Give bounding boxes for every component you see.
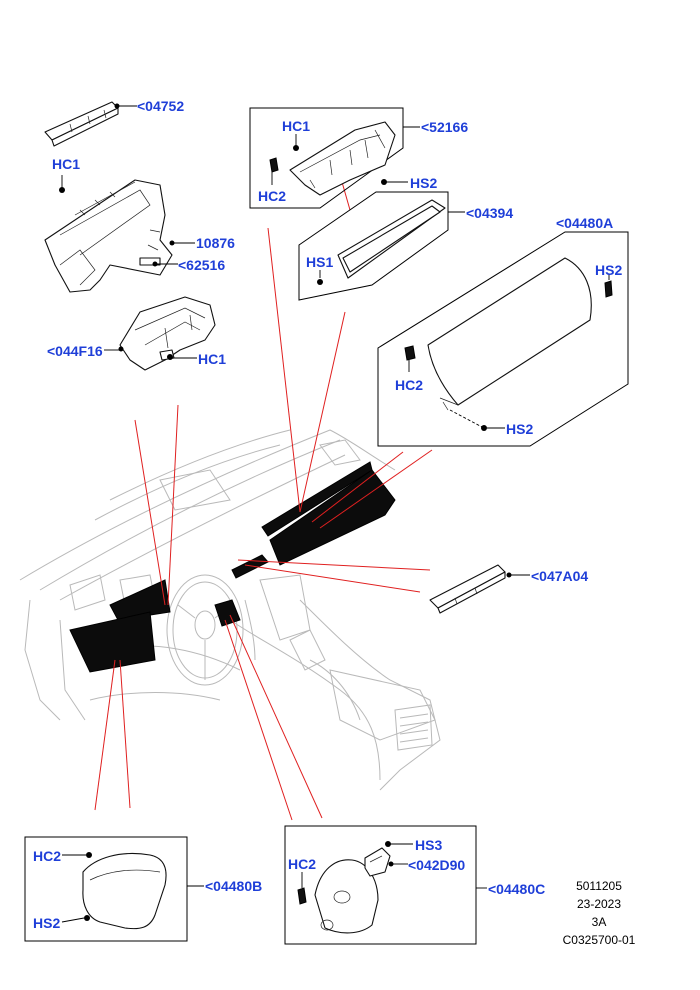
trim-pad-driver	[69, 611, 156, 673]
trim-pad-cluster	[109, 579, 171, 621]
label-04480A[interactable]: <04480A	[556, 215, 613, 231]
part-042D90-bracket	[364, 847, 391, 877]
steering-wheel	[166, 574, 244, 686]
label-04394[interactable]: <04394	[466, 205, 513, 221]
part-52166-bracket	[289, 121, 396, 196]
info-line-3: 3A	[592, 915, 607, 929]
frame-52166	[249, 107, 404, 209]
label-hs1: HS1	[306, 254, 333, 270]
part-044F16-column-cowl	[119, 296, 216, 371]
label-04480C[interactable]: <04480C	[488, 881, 545, 897]
info-line-4: C0325700-01	[563, 933, 636, 947]
label-hc2-04480C: HC2	[288, 856, 316, 872]
label-hs2-04480B: HS2	[33, 915, 60, 931]
label-52166[interactable]: <52166	[421, 119, 468, 135]
part-04480C-lower-panel	[314, 859, 379, 934]
label-04480B[interactable]: <04480B	[205, 878, 262, 894]
label-044F16[interactable]: <044F16	[47, 343, 103, 359]
label-042D90[interactable]: <042D90	[408, 857, 465, 873]
label-hc2-52166: HC2	[258, 188, 286, 204]
frame-04394	[298, 191, 449, 301]
label-hc2-04480B: HC2	[33, 848, 61, 864]
label-047A04[interactable]: <047A04	[531, 568, 588, 584]
label-hc1-upper-left: HC1	[52, 156, 80, 172]
label-hs2-04480A-bottom: HS2	[506, 421, 533, 437]
part-04394-trim-panel	[337, 199, 446, 279]
dashboard-body	[19, 429, 441, 791]
frame-04480A	[377, 231, 629, 447]
part-10876-cluster-housing	[44, 179, 173, 293]
label-hs2-52166: HS2	[410, 175, 437, 191]
label-hc2-04480A: HC2	[395, 377, 423, 393]
label-hs2-04480A-top: HS2	[595, 262, 622, 278]
label-10876[interactable]: 10876	[196, 235, 235, 251]
frame-04480C	[284, 825, 477, 945]
label-hs3: HS3	[415, 837, 442, 853]
label-hc1-lower-left: HC1	[198, 351, 226, 367]
part-04480B-knee-panel	[82, 852, 167, 930]
label-04752[interactable]: <04752	[137, 98, 184, 114]
trim-pad-passenger	[269, 469, 396, 566]
label-hc1-52166: HC1	[282, 118, 310, 134]
part-047A04-trim	[429, 564, 506, 614]
part-04480A-glovebox-lid	[427, 257, 592, 411]
label-62516[interactable]: <62516	[178, 257, 225, 273]
frame-04480B	[24, 836, 188, 942]
trim-pad-center	[231, 554, 269, 579]
info-line-1: 5011205	[576, 879, 622, 893]
info-line-2: 23-2023	[577, 897, 621, 911]
drawing-info-block: 5011205 23-2023 3A C0325700-01	[563, 879, 636, 947]
part-04752-trim-strip	[44, 101, 119, 147]
trim-pad-knee	[214, 599, 241, 627]
